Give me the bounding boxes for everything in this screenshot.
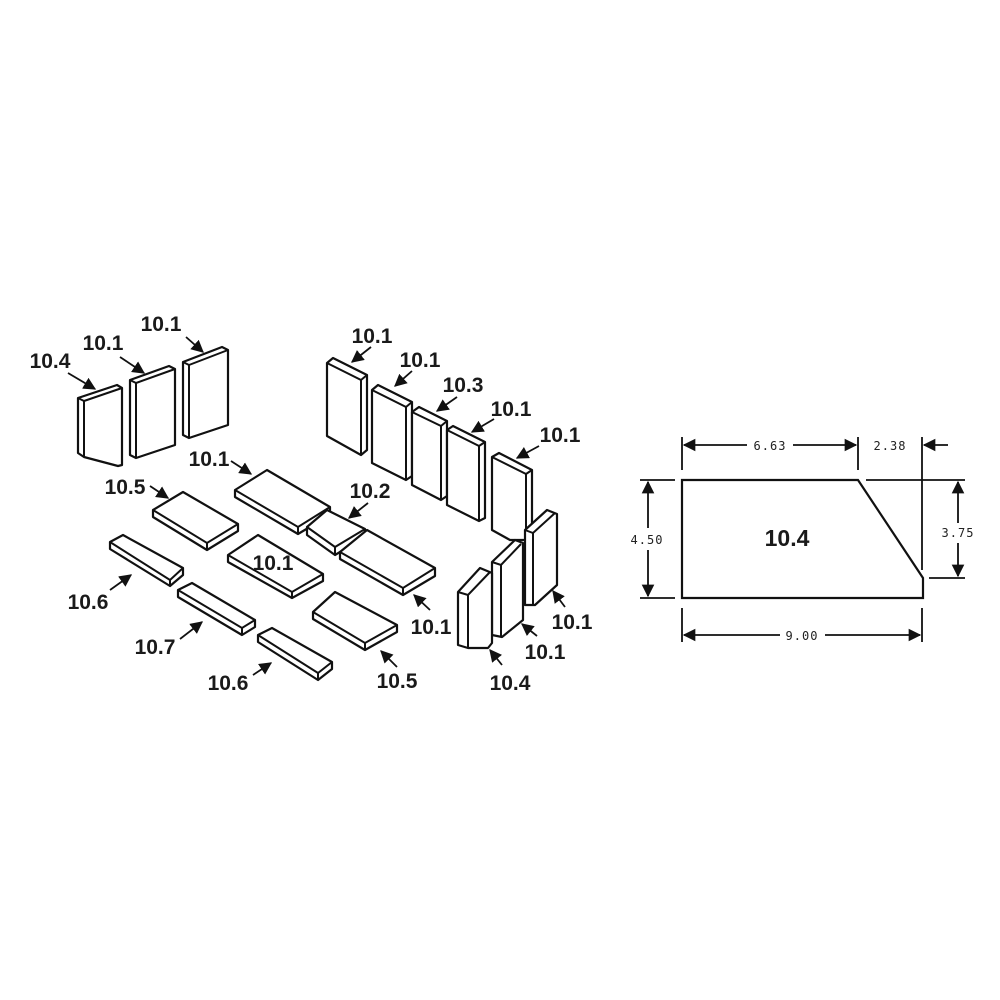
part-label: 10.3 <box>443 374 484 397</box>
arrow <box>67 372 97 390</box>
brick-10-5-floor-b <box>311 590 399 652</box>
arrow <box>552 589 566 608</box>
arrow <box>394 370 413 387</box>
part-label: 10.6 <box>68 591 109 614</box>
part-label: 10.1 <box>552 611 593 634</box>
arrow <box>521 623 538 637</box>
brick-10-1-back-d <box>490 451 534 542</box>
dimension-top-right: 2.38 <box>874 439 907 453</box>
part-label: 10.1 <box>540 424 581 447</box>
brick-10-1-right-a <box>523 508 559 607</box>
brick-10-4-right <box>456 566 494 650</box>
detail-drawing-10-4: 10.4 6.63 2.38 4.50 3.75 9.00 <box>631 437 975 643</box>
part-label: 10.1 <box>83 332 124 355</box>
part-label: 10.1 <box>141 313 182 336</box>
part-label: 10.1 <box>253 552 294 575</box>
dimension-bottom-width: 9.00 <box>786 629 819 643</box>
brick-10-1-left-b <box>181 345 230 440</box>
part-label: 10.5 <box>377 670 418 693</box>
part-label: 10.1 <box>525 641 566 664</box>
part-label: 10.7 <box>135 636 176 659</box>
arrow <box>252 662 273 676</box>
brick-10-1-back-a <box>325 356 369 457</box>
brick-10-4-left <box>76 383 124 468</box>
arrow <box>413 594 431 611</box>
arrow <box>380 650 398 668</box>
arrow <box>348 502 369 519</box>
arrow <box>351 346 372 363</box>
part-label: 10.1 <box>411 616 452 639</box>
part-label: 10.5 <box>105 476 146 499</box>
leader-arrows <box>67 336 566 676</box>
part-label: 10.1 <box>491 398 532 421</box>
brick-10-7-floor <box>176 581 257 637</box>
brick-10-1-back-c <box>445 424 487 523</box>
part-label: 10.1 <box>400 349 441 372</box>
brick-10-1-left-a <box>128 364 177 460</box>
brick-10-1-right-b <box>490 538 525 639</box>
part-label: 10.2 <box>350 480 391 503</box>
dimension-top-left: 6.63 <box>754 439 787 453</box>
brick-10-1-floor-c <box>226 533 325 600</box>
brick-10-5-floor-a <box>151 490 240 552</box>
arrow <box>470 418 495 433</box>
detail-part-label: 10.4 <box>765 525 810 551</box>
arrow <box>119 356 146 374</box>
arrow <box>149 485 170 499</box>
arrow <box>435 396 458 412</box>
dimension-right-height: 3.75 <box>942 526 975 540</box>
arrow <box>489 649 503 666</box>
part-label: 10.1 <box>189 448 230 471</box>
brick-10-3-back <box>410 405 449 502</box>
dimension-left-height: 4.50 <box>631 533 664 547</box>
brick-10-6-floor-b <box>256 626 334 682</box>
part-label: 10.4 <box>490 672 531 695</box>
arrow <box>109 574 133 591</box>
part-label: 10.4 <box>30 350 71 373</box>
brick-10-1-floor-b <box>338 528 437 597</box>
part-label: 10.1 <box>352 325 393 348</box>
brick-10-1-back-b <box>370 383 414 482</box>
arrow <box>185 336 204 353</box>
arrow <box>230 460 253 475</box>
part-labels: 10.1 10.1 10.4 10.1 10.1 10.3 10.1 10.1 … <box>30 313 593 695</box>
part-label: 10.6 <box>208 672 249 695</box>
arrow <box>179 621 203 640</box>
arrow <box>515 445 540 459</box>
part-outline <box>680 478 925 600</box>
brick-10-6-floor-a <box>108 533 185 588</box>
